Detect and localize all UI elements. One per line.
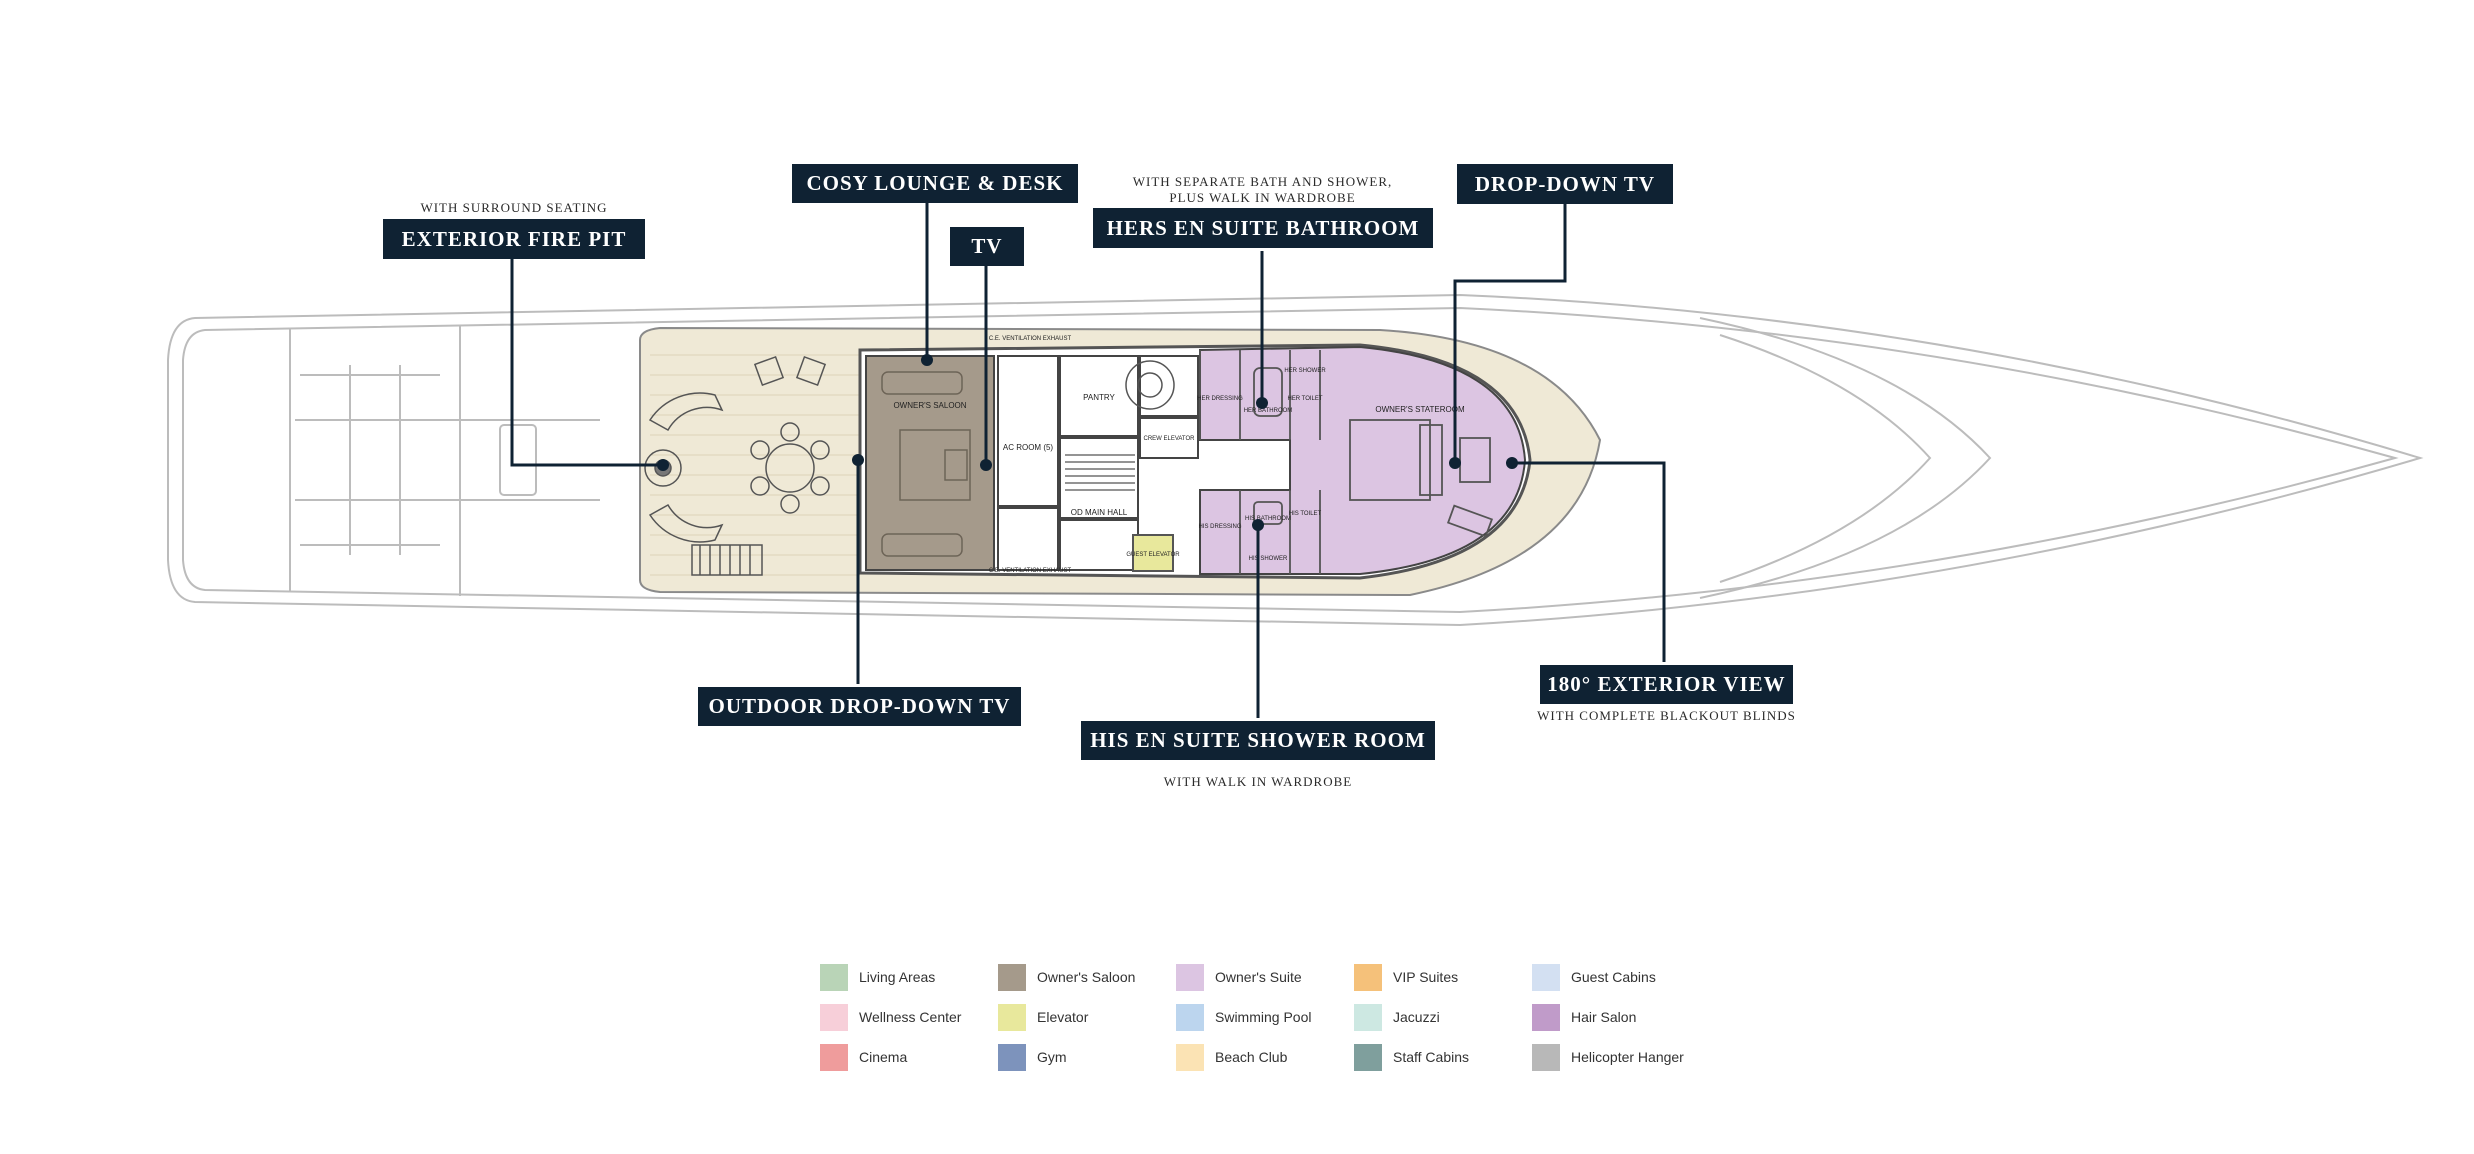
legend-label: Elevator: [1037, 1009, 1089, 1025]
callout-his-shower-room: HIS EN SUITE SHOWER ROOM: [1081, 721, 1435, 760]
legend-swatch: [1176, 1043, 1204, 1071]
service-rooms: [997, 355, 1199, 571]
legend-swatch: [1532, 1043, 1560, 1071]
callout-outdoor-drop-down-tv: OUTDOOR DROP-DOWN TV: [698, 687, 1021, 726]
legend-item: Owner's Suite: [1176, 963, 1302, 991]
legend-swatch: [820, 1043, 848, 1071]
label-pantry: PANTRY: [1083, 393, 1115, 402]
legend-swatch: [1532, 1003, 1560, 1031]
legend-swatch: [1176, 963, 1204, 991]
legend-item: Elevator: [998, 1003, 1088, 1031]
suite-partitions: [1199, 350, 1494, 574]
label-owners-stateroom: OWNER'S STATEROOM: [1375, 405, 1465, 414]
legend-label: Staff Cabins: [1393, 1049, 1470, 1065]
label-his-shower: HIS SHOWER: [1249, 556, 1288, 562]
label-his-dressing: HIS DRESSING: [1198, 524, 1241, 530]
label-crew-elevator: CREW ELEVATOR: [1143, 436, 1195, 442]
legend-item: Beach Club: [1176, 1043, 1287, 1071]
legend-item: Jacuzzi: [1354, 1003, 1440, 1031]
legend-item: Hair Salon: [1532, 1003, 1636, 1031]
label-her-bathroom: HER BATHROOM: [1244, 408, 1293, 414]
label-her-toilet: HER TOILET: [1287, 396, 1322, 402]
label-guest-elevator: GUEST ELEVATOR: [1126, 552, 1180, 558]
legend-swatch: [820, 963, 848, 991]
exterior-view-note: WITH COMPLETE BLACKOUT BLINDS: [1537, 708, 1796, 723]
legend-swatch: [1354, 1003, 1382, 1031]
deck-boards: [650, 354, 860, 576]
label-ac-room: AC ROOM (5): [1003, 443, 1054, 452]
legend-item: Cinema: [820, 1043, 907, 1071]
legend-item: Staff Cabins: [1354, 1043, 1469, 1071]
legend-label: VIP Suites: [1393, 969, 1459, 985]
callout-cosy-lounge: COSY LOUNGE & DESK: [792, 164, 1078, 203]
label-his-toilet: HIS TOILET: [1289, 511, 1322, 517]
his-shower-note: WITH WALK IN WARDROBE: [1163, 774, 1353, 789]
legend-label: Swimming Pool: [1215, 1009, 1312, 1025]
legend-item: Helicopter Hanger: [1532, 1043, 1684, 1071]
fire-pit-note: WITH SURROUND SEATING: [420, 200, 608, 215]
label-his-bathroom: HIS BATHROOM: [1245, 516, 1291, 522]
callout-hers-bathroom: HERS EN SUITE BATHROOM: [1093, 208, 1433, 248]
legend-swatch: [820, 1003, 848, 1031]
legend-label: Owner's Saloon: [1037, 969, 1136, 985]
saloon-furniture: [881, 371, 971, 557]
label-her-shower: HER SHOWER: [1284, 368, 1326, 374]
callout-drop-down-tv: DROP-DOWN TV: [1457, 164, 1673, 204]
legend-label: Gym: [1037, 1049, 1067, 1065]
leader-lines: [510, 200, 1666, 718]
legend-swatch: [1354, 1043, 1382, 1071]
guest-elevator-area: [1132, 534, 1174, 572]
legend-swatch: [998, 1043, 1026, 1071]
legend-label: Wellness Center: [859, 1009, 962, 1025]
legend-label: Owner's Suite: [1215, 969, 1302, 985]
legend-swatch: [1354, 963, 1382, 991]
legend-item: Owner's Saloon: [998, 963, 1135, 991]
label-vent-bottom: C.E. VENTILATION EXHAUST: [989, 568, 1072, 574]
color-legend: Living Areas Owner's Saloon Owner's Suite V…: [820, 963, 1700, 1083]
legend-item: Wellness Center: [820, 1003, 961, 1031]
legend-label: Living Areas: [859, 969, 936, 985]
hull-outline: [167, 293, 2424, 627]
leader-dots: [657, 354, 1518, 531]
owners-saloon-area: [865, 355, 995, 571]
label-main-hall: OD MAIN HALL: [1071, 508, 1128, 517]
hers-bathroom-note-1: WITH SEPARATE BATH AND SHOWER,: [1132, 174, 1393, 189]
legend-label: Helicopter Hanger: [1571, 1049, 1684, 1065]
legend-label: Beach Club: [1215, 1049, 1288, 1065]
callout-exterior-view: 180° EXTERIOR VIEW: [1540, 665, 1793, 704]
callout-exterior-fire-pit: EXTERIOR FIRE PIT: [383, 219, 645, 259]
legend-item: Guest Cabins: [1532, 963, 1656, 991]
label-owners-saloon: OWNER'S SALOON: [893, 401, 966, 410]
legend-label: Cinema: [859, 1049, 908, 1065]
legend-swatch: [1176, 1003, 1204, 1031]
label-her-dressing: HER DRESSING: [1197, 396, 1243, 402]
spiral-stair: [1125, 360, 1175, 410]
legend-swatch: [1532, 963, 1560, 991]
legend-swatch: [998, 1003, 1026, 1031]
main-hall-stair: [1065, 454, 1135, 491]
legend-item: Gym: [998, 1043, 1067, 1071]
legend-label: Jacuzzi: [1393, 1009, 1440, 1025]
room-labels: OWNER'S SALOON PANTRY AC ROOM (5) OD MAI…: [893, 336, 1464, 574]
legend-swatch: [998, 963, 1026, 991]
callout-tv: TV: [950, 227, 1024, 266]
legend-item: VIP Suites: [1354, 963, 1458, 991]
legend-item: Swimming Pool: [1176, 1003, 1311, 1031]
legend-item: Living Areas: [820, 963, 935, 991]
label-vent-top: C.E. VENTILATION EXHAUST: [989, 336, 1072, 342]
hers-bathroom-note-2: PLUS WALK IN WARDROBE: [1169, 190, 1356, 205]
legend-label: Guest Cabins: [1571, 969, 1656, 985]
legend-label: Hair Salon: [1571, 1009, 1637, 1025]
